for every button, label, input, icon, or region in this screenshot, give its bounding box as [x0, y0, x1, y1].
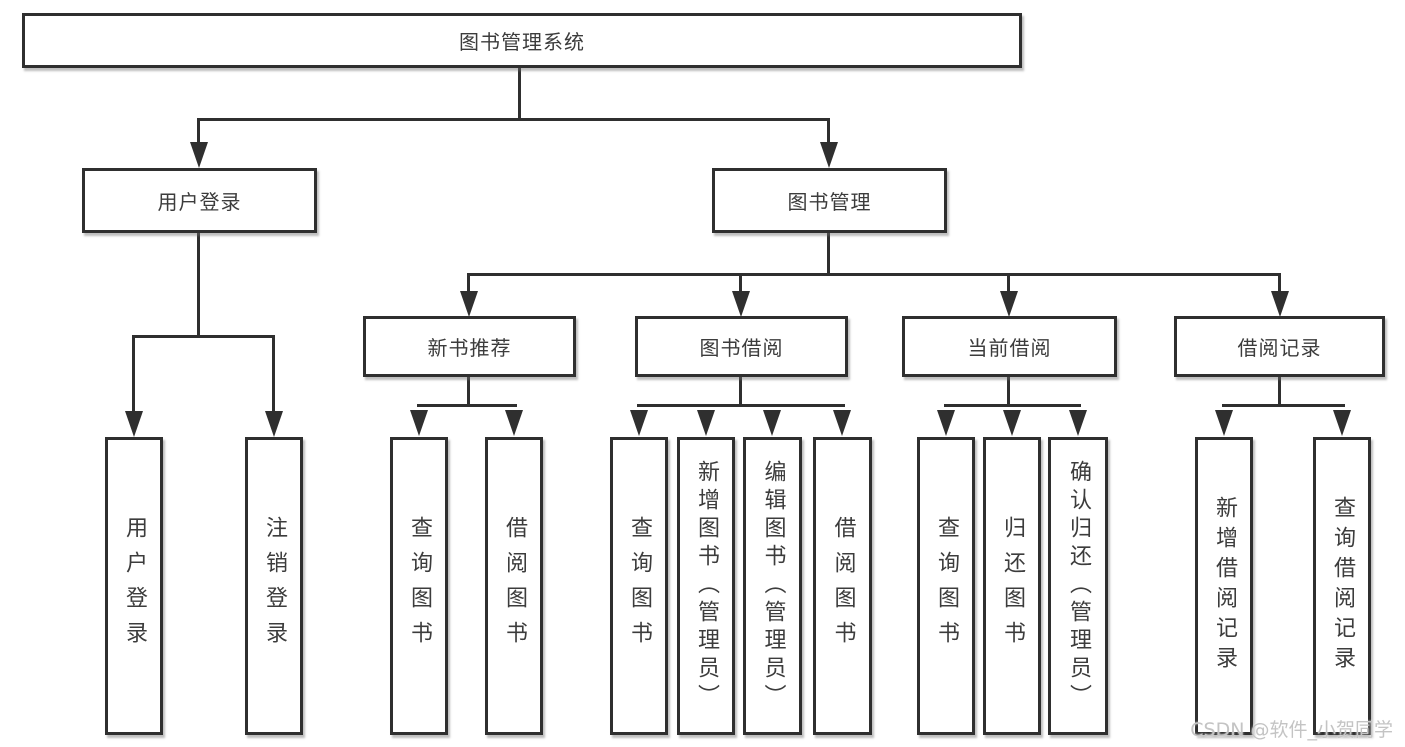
- arrow-down-icon: [763, 410, 781, 436]
- leaf-confirm-return-admin: 确认归还（管理员）: [1048, 437, 1108, 735]
- connector-newbook-down: [467, 377, 470, 405]
- connector-root-stem: [518, 68, 521, 119]
- connector-stem-leaf-userlogin: [132, 336, 135, 413]
- leaf-borrow-books-1-label: 借阅图书: [502, 516, 527, 656]
- arrow-down-icon: [1215, 410, 1233, 436]
- node-root: 图书管理系统: [22, 13, 1022, 68]
- connector-bookmgmt-down: [827, 233, 830, 275]
- connector-current-down: [1007, 377, 1010, 405]
- leaf-query-books-3: 查询图书: [917, 437, 975, 735]
- leaf-query-books-2-label: 查询图书: [627, 516, 652, 656]
- connector-rail-newbook: [417, 404, 517, 407]
- arrow-down-icon: [1000, 291, 1018, 317]
- leaf-edit-books-admin: 编辑图书（管理员）: [743, 437, 802, 735]
- leaf-add-borrow-record: 新增借阅记录: [1195, 437, 1253, 735]
- leaf-user-login: 用户登录: [105, 437, 163, 735]
- leaf-logout-label: 注销登录: [262, 516, 287, 656]
- leaf-logout: 注销登录: [245, 437, 303, 735]
- leaf-add-books-admin-label: 新增图书（管理员）: [694, 460, 719, 712]
- connector-stem-user-login: [197, 119, 200, 144]
- node-current-borrowing-label: 当前借阅: [967, 336, 1052, 360]
- node-book-borrowing-label: 图书借阅: [699, 336, 784, 360]
- watermark: CSDN @软件_小贺同学: [1190, 719, 1393, 741]
- leaf-add-books-admin: 新增图书（管理员）: [677, 437, 735, 735]
- leaf-borrow-books-2-label: 借阅图书: [830, 516, 856, 656]
- arrow-down-icon: [937, 410, 955, 436]
- arrow-down-icon: [505, 410, 523, 436]
- leaf-query-books-1: 查询图书: [390, 437, 448, 735]
- connector-stem-borrow: [739, 274, 742, 293]
- arrow-down-icon: [1333, 410, 1351, 436]
- leaf-add-borrow-record-label: 新增借阅记录: [1212, 496, 1237, 676]
- leaf-return-books: 归还图书: [983, 437, 1041, 735]
- leaf-query-books-1-label: 查询图书: [407, 516, 432, 656]
- leaf-query-borrow-record-label: 查询借阅记录: [1330, 496, 1355, 676]
- node-book-borrowing: 图书借阅: [635, 316, 848, 377]
- leaf-query-books-3-label: 查询图书: [934, 516, 959, 656]
- node-root-label: 图书管理系统: [459, 30, 585, 54]
- connector-stem-book-mgmt: [827, 119, 830, 144]
- node-borrowing-records: 借阅记录: [1174, 316, 1385, 377]
- node-current-borrowing: 当前借阅: [902, 316, 1117, 377]
- connector-rail-current: [944, 404, 1081, 407]
- arrow-down-icon: [460, 291, 478, 317]
- connector-userlogin-down: [197, 233, 200, 337]
- connector-rail-level3: [467, 273, 1281, 276]
- arrow-down-icon: [833, 410, 851, 436]
- connector-rail-record: [1222, 404, 1345, 407]
- leaf-query-books-2: 查询图书: [610, 437, 668, 735]
- connector-rail-userlogin: [132, 335, 275, 338]
- arrow-down-icon: [265, 411, 283, 437]
- node-new-book-recommend-label: 新书推荐: [427, 336, 512, 360]
- arrow-down-icon: [1069, 410, 1087, 436]
- leaf-query-borrow-record: 查询借阅记录: [1313, 437, 1371, 735]
- leaf-return-books-label: 归还图书: [1000, 516, 1025, 656]
- node-user-login: 用户登录: [82, 168, 317, 233]
- arrow-down-icon: [630, 410, 648, 436]
- arrow-down-icon: [732, 291, 750, 317]
- connector-borrow-down: [739, 377, 742, 405]
- leaf-borrow-books-1: 借阅图书: [485, 437, 543, 735]
- connector-record-down: [1278, 377, 1281, 405]
- arrow-down-icon: [125, 411, 143, 437]
- connector-rail-level2: [197, 118, 830, 121]
- leaf-borrow-books-2: 借阅图书: [813, 437, 872, 735]
- connector-stem-leaf-logout: [272, 336, 275, 413]
- arrow-down-icon: [1003, 410, 1021, 436]
- node-new-book-recommend: 新书推荐: [363, 316, 576, 377]
- leaf-edit-books-admin-label: 编辑图书（管理员）: [760, 460, 786, 712]
- arrow-down-icon: [697, 410, 715, 436]
- connector-rail-borrow: [637, 404, 845, 407]
- connector-stem-newbook: [467, 274, 470, 293]
- node-user-login-label: 用户登录: [157, 190, 242, 214]
- node-borrowing-records-label: 借阅记录: [1237, 336, 1322, 360]
- arrow-down-icon: [1271, 291, 1289, 317]
- connector-stem-record: [1278, 274, 1281, 293]
- leaf-user-login-label: 用户登录: [122, 516, 147, 656]
- arrow-down-icon: [820, 142, 838, 168]
- connector-stem-current: [1007, 274, 1010, 293]
- leaf-confirm-return-admin-label: 确认归还（管理员）: [1066, 460, 1091, 712]
- node-book-management-label: 图书管理: [787, 190, 872, 214]
- arrow-down-icon: [190, 142, 208, 168]
- arrow-down-icon: [410, 410, 428, 436]
- node-book-management: 图书管理: [712, 168, 947, 233]
